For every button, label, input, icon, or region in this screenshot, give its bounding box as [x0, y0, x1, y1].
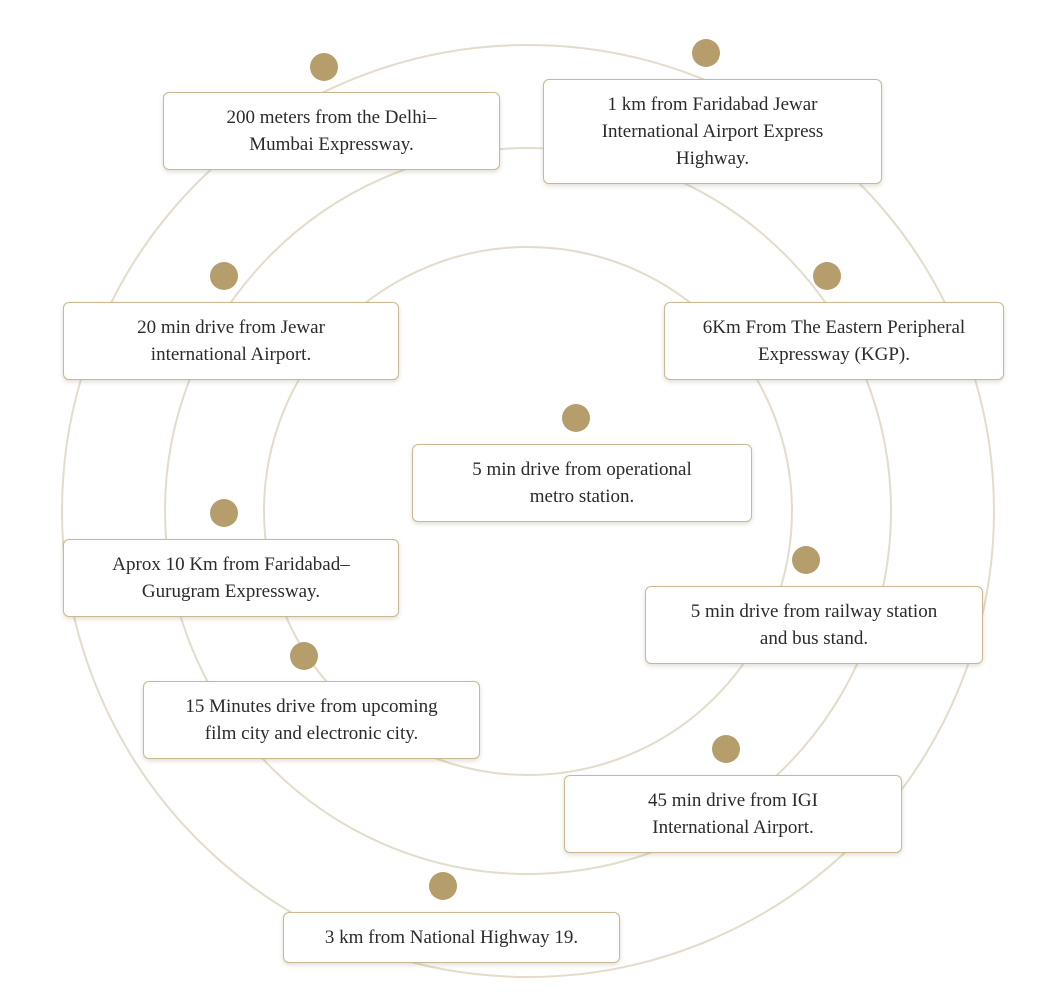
- marker-dot-national-highway-19: [429, 872, 457, 900]
- marker-dot-film-city: [290, 642, 318, 670]
- marker-dot-faridabad-gurugram-expressway: [210, 499, 238, 527]
- outer-ring: [61, 44, 995, 978]
- feature-text: Aprox 10 Km from Faridabad–Gurugram Expr…: [112, 554, 350, 602]
- feature-text: 200 meters from the Delhi–Mumbai Express…: [226, 107, 437, 155]
- feature-card-national-highway-19: 3 km from National Highway 19.: [283, 912, 620, 963]
- marker-dot-eastern-peripheral-expressway: [813, 262, 841, 290]
- middle-ring: [164, 147, 892, 875]
- marker-dot-faridabad-jewar-highway: [692, 39, 720, 67]
- feature-text: 3 km from National Highway 19.: [324, 927, 579, 948]
- marker-dot-delhi-mumbai-expressway: [310, 53, 338, 81]
- marker-dot-railway-station: [792, 546, 820, 574]
- marker-dot-igi-airport: [712, 735, 740, 763]
- marker-dot-metro-station: [562, 404, 590, 432]
- feature-card-faridabad-gurugram-expressway: Aprox 10 Km from Faridabad–Gurugram Expr…: [63, 539, 399, 617]
- marker-dot-jewar-airport: [210, 262, 238, 290]
- feature-card-delhi-mumbai-expressway: 200 meters from the Delhi–Mumbai Express…: [163, 92, 500, 170]
- inner-ring: [263, 246, 793, 776]
